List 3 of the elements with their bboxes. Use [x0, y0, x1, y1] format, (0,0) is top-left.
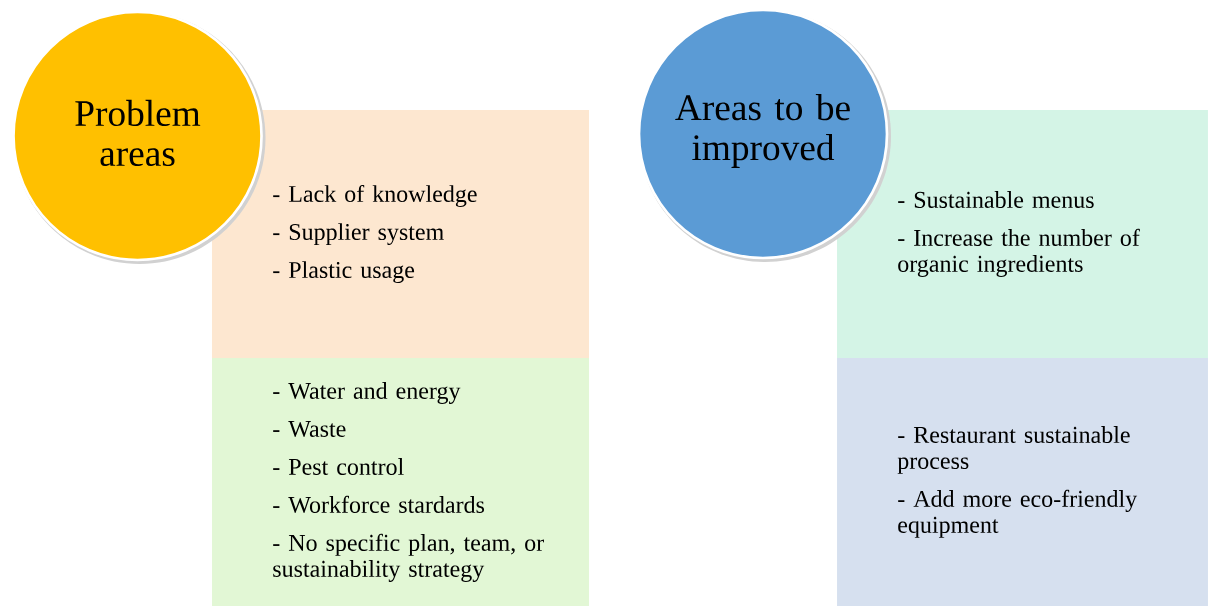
- list-box: - Restaurant sustainable process - Add more eco-friendly equipment: [837, 358, 1208, 606]
- list-box: - Lack of knowledge - Supplier system - Plastic usage: [211, 110, 590, 358]
- list-box: - Water and energy - Waste - Pest control - Workforce stardards - No specific plan, team, or sustainability strategy: [211, 358, 590, 606]
